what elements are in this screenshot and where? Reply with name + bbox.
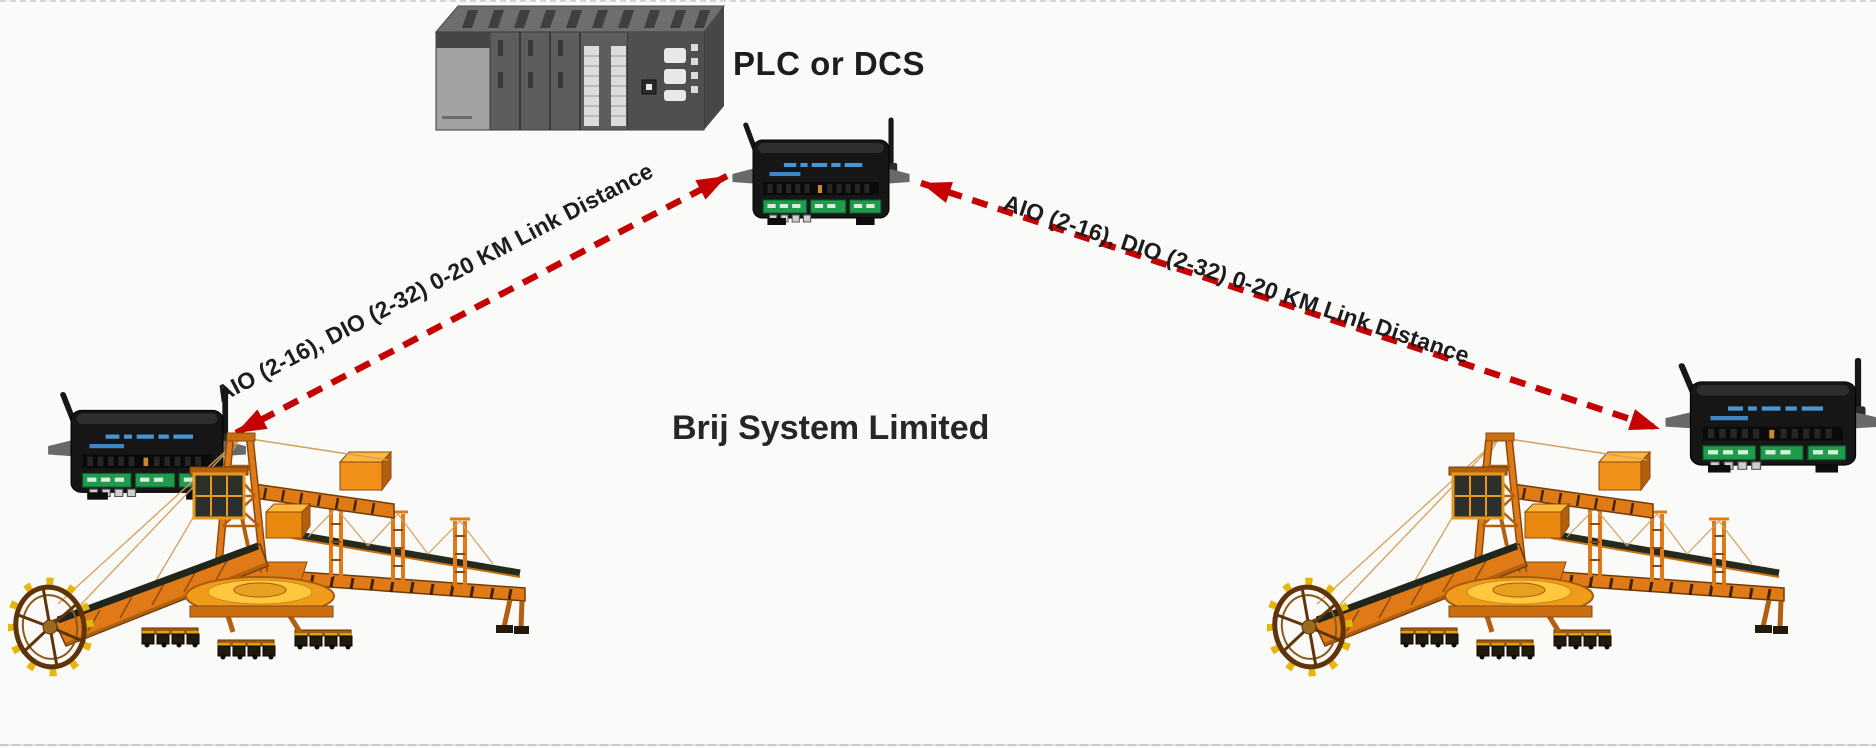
bucket-wheel-stacker-reclaimer-icon-right [1267, 424, 1797, 694]
brand-title: Brij System Limited [672, 409, 990, 447]
wireless-io-radio-icon-master [718, 112, 924, 232]
top-border [0, 0, 1876, 2]
plc-rack-icon [434, 5, 726, 131]
bucket-wheel-stacker-reclaimer-icon-left [8, 424, 538, 694]
bottom-border [0, 744, 1876, 746]
cpu-module [628, 32, 704, 130]
power-supply-module [435, 31, 491, 131]
vent-modules [584, 46, 626, 126]
plc-label: PLC or DCS [733, 45, 926, 82]
link-right-dashed-arrow [919, 179, 1662, 433]
link-left-dashed-arrow [234, 173, 729, 436]
